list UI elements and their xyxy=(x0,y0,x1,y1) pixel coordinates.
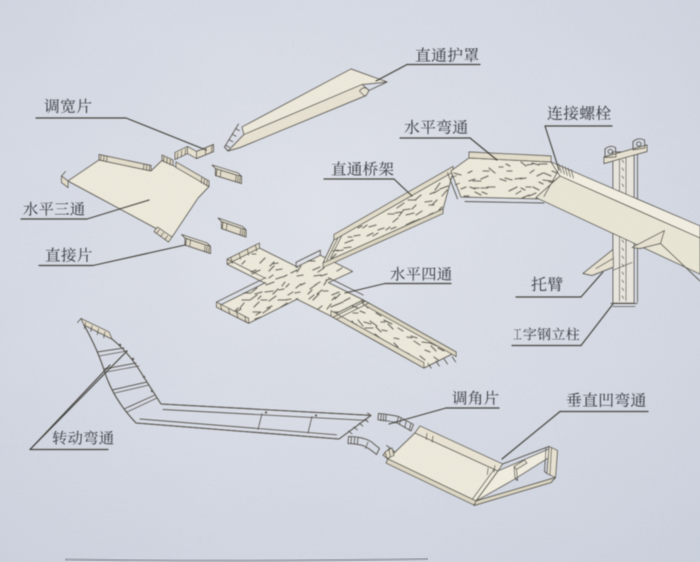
cable-tray-assembly-diagram: 直通护罩调宽片水平三通直接片水平弯通连接螺栓直通桥架水平四通托臂工字钢立柱转动弯… xyxy=(0,0,700,562)
scan-grain xyxy=(0,0,700,562)
scanned-diagram-page: 直通护罩调宽片水平三通直接片水平弯通连接螺栓直通桥架水平四通托臂工字钢立柱转动弯… xyxy=(0,0,700,562)
